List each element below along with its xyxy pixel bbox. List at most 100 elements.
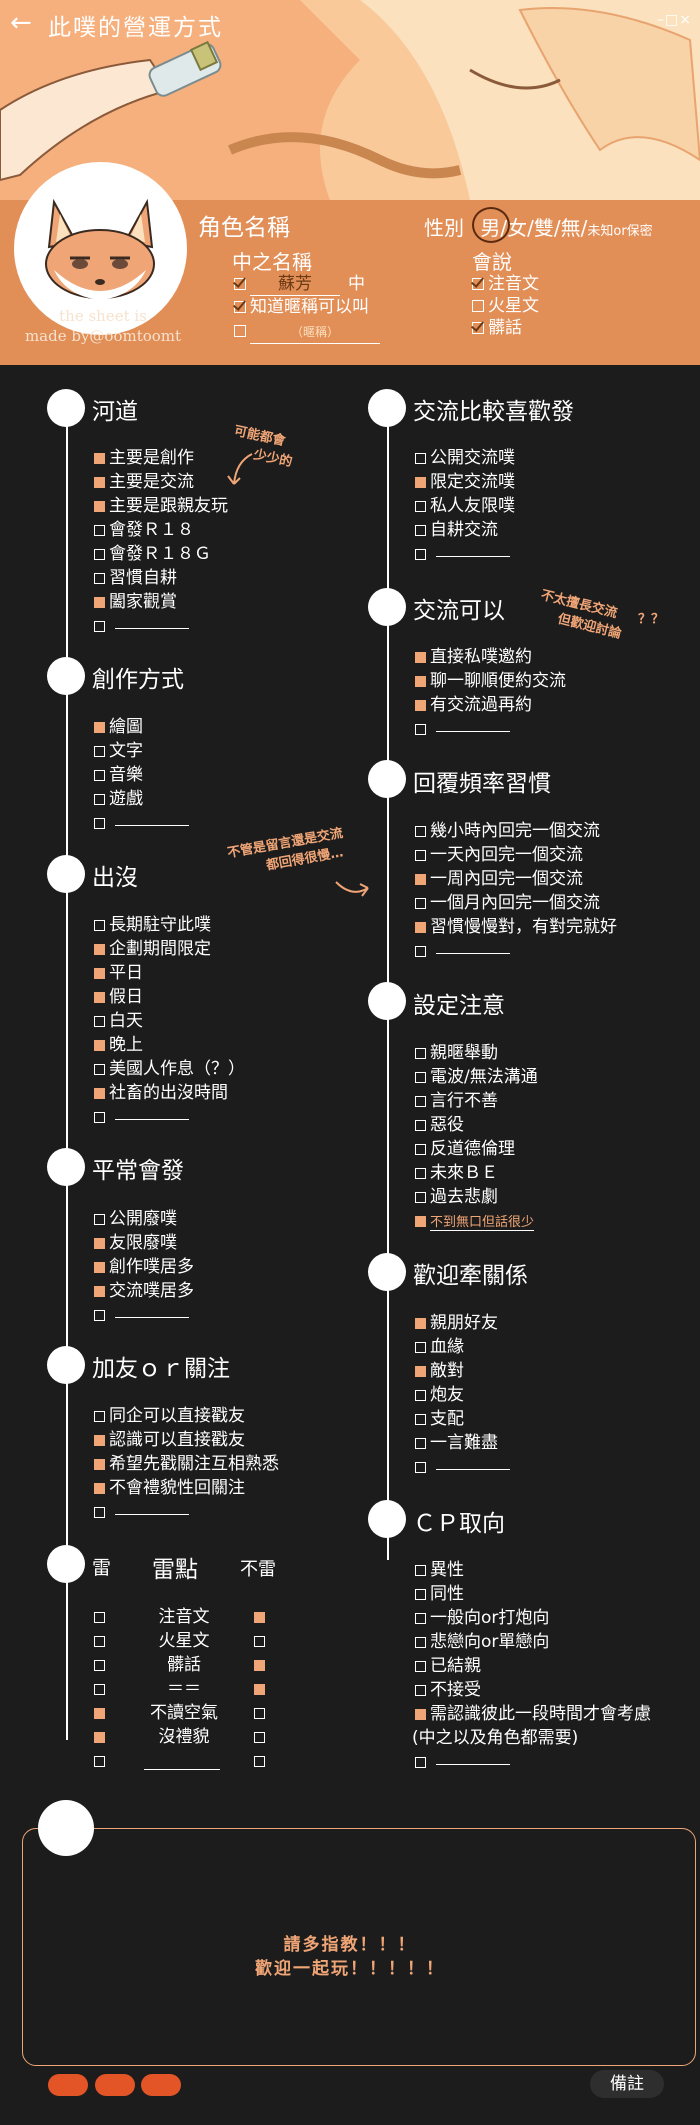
list-item[interactable]: 闔家觀賞 [94,590,228,614]
gender-option-female[interactable]: 女 [507,216,528,240]
checkbox-icon[interactable] [415,1414,426,1425]
checkbox-icon[interactable] [415,724,426,735]
checkbox-icon[interactable] [94,1459,105,1470]
checkbox-icon[interactable] [94,453,105,464]
color-pill-1[interactable] [48,2074,88,2096]
checkbox-icon[interactable] [415,1318,426,1329]
remark-button[interactable]: 備註 [590,2070,664,2098]
checkbox-icon[interactable] [415,1120,426,1131]
list-item-blank[interactable] [415,717,566,741]
checkbox-icon[interactable] [94,968,105,979]
checkbox-icon[interactable] [94,1310,105,1321]
list-item[interactable]: 已結親 [415,1654,651,1678]
checkbox-icon[interactable] [415,850,426,861]
checkbox-icon[interactable] [234,278,246,290]
checkbox-icon[interactable] [94,1016,105,1027]
list-item[interactable]: 音樂 [94,763,189,787]
checkbox-icon[interactable] [415,1342,426,1353]
list-item[interactable]: 主要是跟親友玩 [94,494,228,518]
checkbox-icon[interactable] [94,597,105,608]
checkbox-icon[interactable] [94,1732,105,1743]
list-item[interactable]: 聊一聊順便約交流 [415,669,566,693]
list-item-blank[interactable] [94,1105,245,1129]
checkbox-icon[interactable] [94,1411,105,1422]
list-item[interactable]: 同性 [415,1582,651,1606]
list-item-blank[interactable] [415,1455,510,1479]
list-item[interactable]: 主要是交流 [94,470,228,494]
list-item[interactable]: 創作噗居多 [94,1255,194,1279]
checkbox-icon[interactable] [94,1238,105,1249]
list-item-blank[interactable] [94,614,228,638]
window-controls[interactable]: –□× [657,12,692,28]
checkbox-icon[interactable] [415,1144,426,1155]
list-item[interactable]: 晚上 [94,1033,245,1057]
list-item[interactable]: 一言難盡 [415,1431,510,1455]
checkbox-icon[interactable] [94,1286,105,1297]
list-item[interactable]: 需認識彼此一段時間才會考慮 [415,1702,651,1726]
checkbox-icon[interactable] [415,1637,426,1648]
list-item[interactable]: 不到無口但話很少 [415,1209,538,1233]
checkbox-icon[interactable] [254,1732,265,1743]
list-item[interactable]: 有交流過再約 [415,693,566,717]
checkbox-icon[interactable] [415,501,426,512]
gender-option-none[interactable]: 無 [560,216,581,240]
checkbox-icon[interactable] [94,1214,105,1225]
list-item[interactable]: 公開交流噗 [415,446,515,470]
list-item[interactable]: 言行不善 [415,1089,538,1113]
color-pill-2[interactable] [95,2074,135,2096]
checkbox-icon[interactable] [415,1462,426,1473]
list-item-blank[interactable] [94,1303,194,1327]
checkbox-icon[interactable] [415,1216,426,1227]
list-item[interactable]: 公開廢噗 [94,1207,194,1231]
checkbox-icon[interactable] [234,301,246,313]
checkbox-icon[interactable] [415,1661,426,1672]
checkbox-icon[interactable] [94,746,105,757]
chinese-name-row[interactable]: 蘇芳中 [234,273,365,296]
checkbox-icon[interactable] [94,549,105,560]
checkbox-icon[interactable] [415,922,426,933]
checkbox-icon[interactable] [94,722,105,733]
checkbox-icon[interactable] [415,1168,426,1179]
checkbox-icon[interactable] [415,1366,426,1377]
list-item[interactable]: 一個月內回完一個交流 [415,891,617,915]
checkbox-icon[interactable] [415,1048,426,1059]
list-item-blank[interactable] [415,1750,510,1774]
checkbox-icon[interactable] [254,1756,265,1767]
list-item[interactable]: 習慣慢慢對，有對完就好 [415,915,617,939]
checkbox-icon[interactable] [415,1757,426,1768]
list-item[interactable]: 繪圖 [94,715,189,739]
list-item[interactable]: 希望先戳關注互相熟悉 [94,1452,279,1476]
checkbox-icon[interactable] [254,1708,265,1719]
checkbox-icon[interactable] [415,1390,426,1401]
checkbox-icon[interactable] [94,1483,105,1494]
list-item[interactable]: 社畜的出沒時間 [94,1081,245,1105]
checkbox-icon[interactable] [94,944,105,955]
checkbox-icon[interactable] [94,770,105,781]
gender-option-unknown[interactable]: 未知or保密 [587,224,653,239]
checkbox-icon[interactable] [94,1088,105,1099]
list-item-blank[interactable] [415,542,515,566]
nickname-input-row[interactable]: （暱稱） [234,320,380,344]
checkbox-icon[interactable] [94,1262,105,1273]
gender-option-male[interactable]: 男 [472,207,511,243]
checkbox-icon[interactable] [415,549,426,560]
list-item[interactable]: 同企可以直接戳友 [94,1404,279,1428]
checkbox-icon[interactable] [415,1096,426,1107]
list-item[interactable]: 反道德倫理 [415,1137,538,1161]
checkbox-icon[interactable] [94,818,105,829]
checkbox-icon[interactable] [94,1660,105,1671]
checkbox-icon[interactable] [415,826,426,837]
checkbox-icon[interactable] [94,1040,105,1051]
checkbox-icon[interactable] [94,1435,105,1446]
list-item[interactable]: 白天 [94,1009,245,1033]
list-item[interactable]: 支配 [415,1407,510,1431]
list-item[interactable]: 直接私噗邀約 [415,645,566,669]
checkbox-icon[interactable] [94,573,105,584]
checkbox-icon[interactable] [415,1565,426,1576]
color-pill-3[interactable] [141,2074,181,2096]
checkbox-icon[interactable] [94,920,105,931]
list-item[interactable]: 主要是創作 [94,446,228,470]
list-item[interactable]: 電波/無法溝通 [415,1065,538,1089]
checkbox-icon[interactable] [94,621,105,632]
list-item[interactable]: 會發Ｒ１８ [94,518,228,542]
